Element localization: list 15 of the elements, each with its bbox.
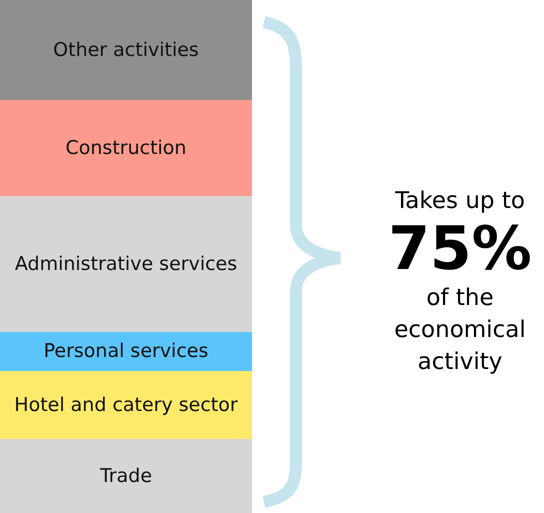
band-label: Trade bbox=[100, 464, 152, 488]
band-label: Administrative services bbox=[14, 252, 238, 276]
band-label: Other activities bbox=[53, 38, 199, 62]
stacked-band bbox=[0, 0, 252, 100]
percentage-value: 75% bbox=[388, 216, 532, 282]
summary-text: of the economical activity bbox=[393, 284, 527, 377]
stacked-band bbox=[0, 196, 252, 332]
stacked-band bbox=[0, 371, 252, 439]
band-label: Hotel and catery sector bbox=[14, 392, 238, 418]
summary-text: Takes up to bbox=[395, 187, 525, 216]
stacked-band bbox=[0, 100, 252, 196]
band-label: Construction bbox=[66, 136, 186, 160]
stacked-band bbox=[0, 332, 252, 371]
stacked-band bbox=[0, 439, 252, 513]
band-label: Personal services bbox=[44, 339, 208, 364]
